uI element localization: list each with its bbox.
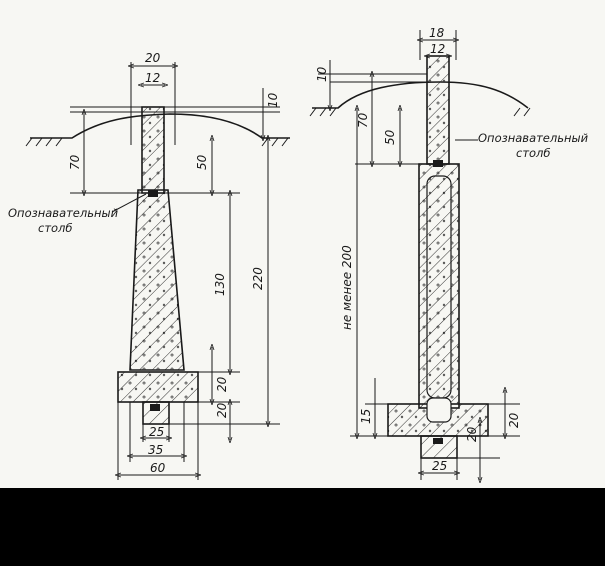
left-drawing: 20 12 10 70 50 130 220 [8, 51, 290, 480]
left-dim-base-height: 130 [213, 273, 227, 296]
left-dim-bottom: 20 [215, 402, 229, 418]
left-bottom-joint [150, 404, 160, 411]
right-dim-top-outer: 18 [429, 26, 445, 40]
right-dim-bottom: 20 [465, 426, 479, 442]
right-label-line1: Опознавательный [478, 131, 589, 145]
left-dim-post-below: 50 [195, 154, 209, 170]
right-dim-above-ground: 10 [315, 66, 329, 82]
right-dim-min-depth: не менее 200 [340, 245, 354, 330]
left-dim-width-25: 25 [149, 425, 164, 439]
left-dim-top-inner: 12 [145, 71, 160, 85]
left-dim-total: 220 [251, 267, 265, 290]
left-dim-width-35: 35 [148, 443, 163, 457]
left-dim-top-outer: 20 [145, 51, 161, 65]
drawing-svg: 20 12 10 70 50 130 220 [8, 26, 589, 488]
right-dim-top-inner: 12 [430, 42, 445, 56]
right-dim-15: 15 [359, 409, 373, 424]
right-ground-line [312, 81, 529, 109]
left-dim-slab: 20 [215, 376, 229, 392]
right-dim-width-25: 25 [432, 459, 447, 473]
right-dim-post-below: 50 [383, 129, 397, 145]
left-label-line1: Опознавательный [8, 206, 119, 220]
left-dim-above-ground: 10 [266, 92, 280, 108]
left-bottom-stub [142, 401, 170, 425]
right-bottom-joint [433, 438, 443, 444]
right-label-line2: столб [516, 146, 551, 160]
right-drawing: 18 12 10 70 50 не менее 200 15 [309, 26, 589, 480]
right-dim-slab: 20 [507, 412, 521, 428]
right-dim-depth: 70 [356, 112, 370, 128]
left-ground-ticks [25, 137, 289, 147]
left-ground-line [30, 113, 290, 139]
left-label-line2: столб [38, 221, 73, 235]
right-bottom-stub [420, 435, 458, 459]
right-ground-ticks [309, 107, 531, 117]
left-dim-width-60: 60 [150, 461, 166, 475]
left-dim-depth: 70 [68, 154, 82, 170]
